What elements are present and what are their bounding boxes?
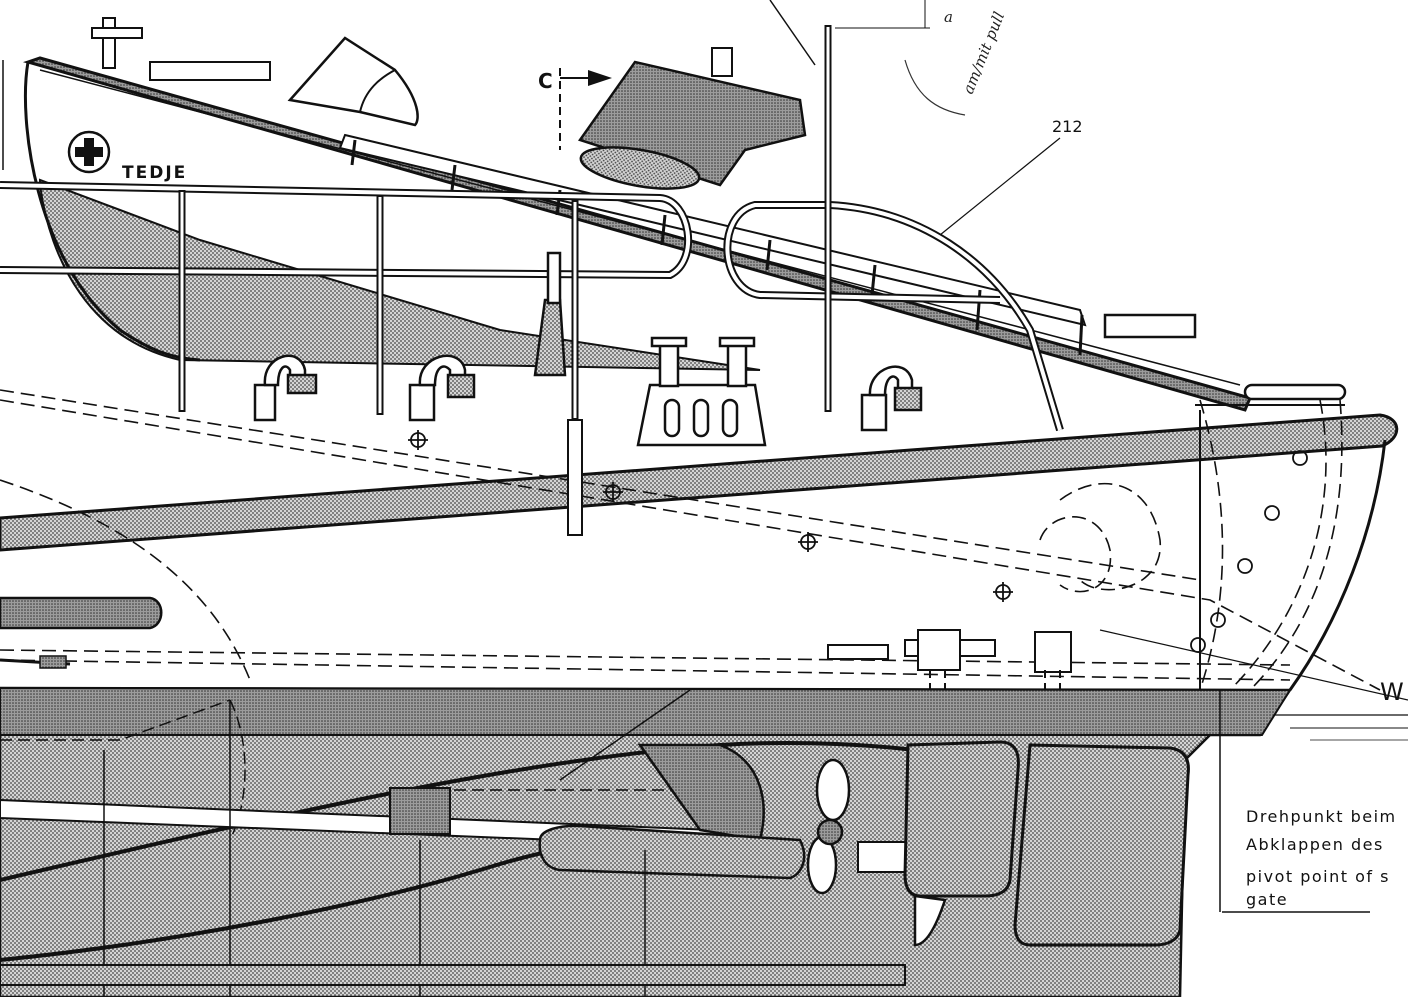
waterline: W <box>1099 629 1408 741</box>
handwritten-note: am/mit pull <box>959 9 1008 96</box>
handwritten-ref: a <box>944 8 953 26</box>
pivot-point-note: Drehpunkt beim Abklappen des pivot point… <box>1219 690 1408 913</box>
bollard-block <box>636 336 767 447</box>
rail-bracket <box>1103 313 1197 339</box>
sheer-band <box>0 413 1399 552</box>
cross-emblem-icon <box>67 130 111 174</box>
rudder-block-right <box>1013 743 1190 947</box>
deck-fittings <box>253 251 1347 447</box>
upper-elevation-view: TEDJE C 212 am/mit pull a <box>0 0 1253 432</box>
section-marker: C <box>538 68 612 150</box>
winch-post <box>533 251 567 377</box>
lower-hull-keel-band <box>0 686 1292 736</box>
pivot-note-line3: pivot point of s <box>1246 867 1390 886</box>
pivot-note-line1: Drehpunkt beim <box>1246 807 1397 826</box>
handwritten-arrow <box>904 59 966 116</box>
hidden-structure-lines <box>0 389 1381 691</box>
deck-post <box>102 17 116 69</box>
vent-middle <box>408 354 476 422</box>
vent-right <box>860 365 923 432</box>
rudder-fin <box>913 894 947 947</box>
main-hull-side <box>0 389 1399 740</box>
rudder-block-left <box>903 740 1020 898</box>
cabin-cowl <box>287 36 419 127</box>
hinge-hardware <box>827 629 1072 740</box>
pivot-note-line4: gate <box>1246 890 1288 909</box>
bow-stem <box>1288 439 1387 691</box>
boat-name-label: TEDJE <box>122 163 187 183</box>
shaft-housing <box>538 824 806 880</box>
section-marker-letter: C <box>538 69 553 93</box>
upper-deck-line <box>39 69 1241 386</box>
lower-hull-plan <box>0 686 1293 997</box>
bow-roller <box>1243 383 1347 401</box>
deck-hatch-left <box>149 61 271 81</box>
upper-bow-outline <box>23 61 201 362</box>
pivot-note-line2: Abklappen des <box>1246 835 1384 854</box>
bolt-markers <box>408 430 1308 653</box>
part-number-label: 212 <box>1052 117 1083 136</box>
deck-post-cap <box>91 27 143 39</box>
deck-rail-long <box>338 133 1087 327</box>
life-raft <box>579 146 701 190</box>
rubbing-strip <box>0 596 163 630</box>
davit-cap <box>711 47 733 77</box>
arrow-right-icon <box>588 70 612 86</box>
propeller-icon <box>806 758 851 895</box>
waterline-label: W <box>1380 678 1404 706</box>
vent-left <box>253 354 318 422</box>
